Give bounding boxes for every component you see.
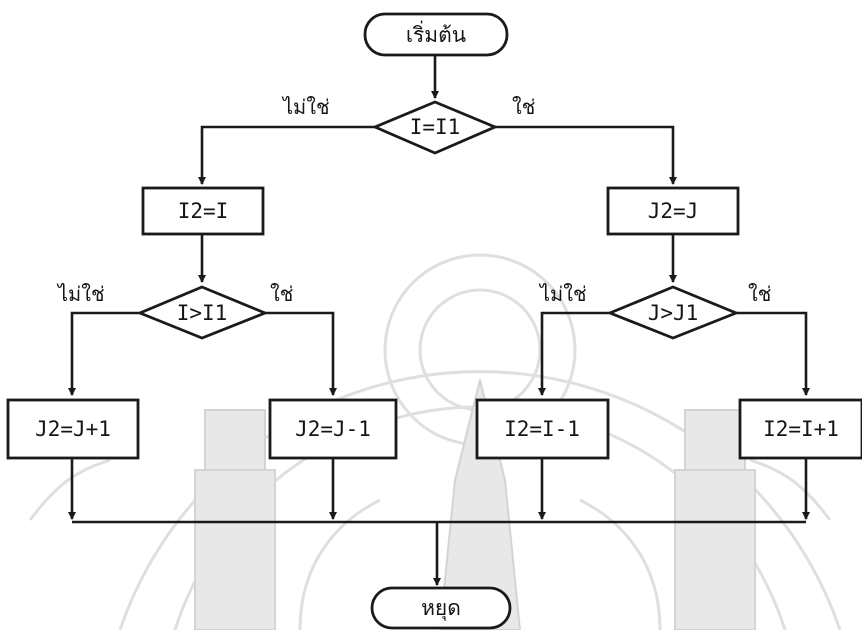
start-label: เริ่มต้น (406, 20, 466, 47)
process-i2-minus-label: I2=I-1 (504, 417, 580, 441)
process-i2-plus (738, 398, 862, 460)
arrow-yes-to-j2 (495, 125, 677, 185)
decision-right (606, 285, 740, 340)
decision-top (371, 100, 499, 155)
process-i2-eq-i-label: I2=I (178, 199, 229, 223)
process-j2-eq-j-label: J2=J (648, 199, 699, 223)
label-no-right: ไม่ใช่ (538, 282, 587, 306)
watermark-emblem (28, 253, 842, 630)
process-j2-eq-j (606, 186, 740, 236)
label-no-left: ไม่ใช่ (56, 282, 105, 306)
stop-terminal (370, 586, 512, 630)
arrow-right-no (538, 311, 610, 396)
decision-left (136, 285, 269, 340)
process-j2-plus (6, 398, 140, 460)
connectors (68, 55, 810, 586)
stop-label: หยุด (421, 596, 461, 621)
process-j2-minus-label: J2=J-1 (295, 417, 371, 441)
process-i2-plus-label: I2=I+1 (763, 417, 839, 441)
decision-right-label: J>J1 (648, 301, 699, 325)
label-yes-top: ใช่ (512, 95, 535, 119)
process-j2-plus-label: J2=J+1 (35, 417, 111, 441)
arrow-left-yes (265, 311, 337, 396)
label-yes-left: ใช่ (270, 282, 293, 306)
process-j2-minus (268, 398, 398, 460)
arrow-left-no (68, 311, 140, 396)
label-no-top: ไม่ใช่ (281, 95, 330, 119)
process-i2-minus (475, 398, 610, 460)
label-yes-right: ใช่ (748, 282, 771, 306)
start-terminal (363, 12, 509, 57)
decision-top-label: I=I1 (410, 115, 461, 139)
arrow-no-to-i2 (198, 125, 375, 185)
decision-left-label: I>I1 (177, 301, 228, 325)
arrow-right-yes (736, 311, 810, 396)
process-i2-eq-i (141, 186, 265, 236)
